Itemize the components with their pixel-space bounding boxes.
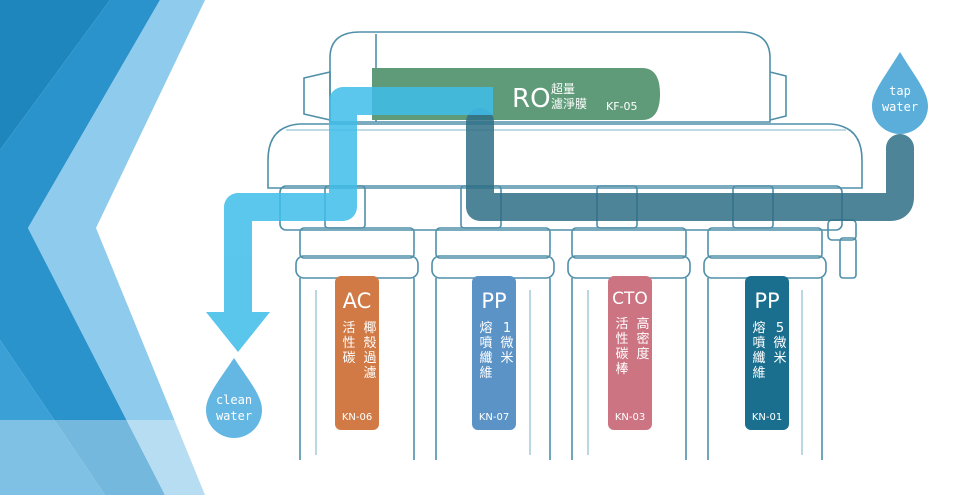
housing-3 (571, 278, 687, 460)
cartridge-desc-col1: 活性碳棒 (615, 317, 628, 377)
tap-water-drop: tap water (872, 52, 928, 134)
ro-code: RO (512, 84, 551, 114)
cartridge-desc-col2: 椰殼過濾 (363, 321, 376, 381)
cartridge-bar (472, 276, 516, 430)
cartridge-model: KN-06 (342, 412, 372, 423)
chevron-decoration (0, 0, 210, 495)
cartridge-desc-col1: 熔噴纖維 (752, 321, 765, 381)
cartridge-desc-col1: 熔噴纖維 (479, 321, 492, 381)
chevron-fade (0, 420, 210, 495)
cartridge-code: AC (343, 289, 372, 313)
ring-4 (703, 255, 827, 279)
ro-housing (329, 31, 771, 123)
cartridge-code: PP (754, 289, 779, 313)
chevron-band-3 (28, 0, 205, 495)
housing-2 (435, 278, 551, 460)
cartridge-bar (335, 276, 379, 430)
housing-1 (299, 278, 415, 460)
side-valve (839, 237, 857, 279)
cartridge-code: CTO (612, 289, 648, 309)
ro-left-cap (303, 70, 331, 122)
cartridge-bar (608, 276, 652, 430)
ro-name-line2: 濾淨膜 (551, 96, 587, 111)
cartridge-desc-col2: 高密度 (636, 316, 649, 362)
tap-drop-line1: tap (889, 84, 911, 98)
ro-right-cap (769, 71, 787, 121)
ro-labels: RO 超量 濾淨膜 KF-05 (512, 81, 638, 114)
cartridge-code: PP (481, 289, 506, 313)
housing-4 (707, 278, 823, 460)
ro-name-line1: 超量 (551, 81, 575, 96)
clean-pipe-path (224, 87, 493, 318)
head-3 (571, 227, 687, 259)
housing-inner-lines (315, 290, 803, 455)
clean-pipe (206, 87, 493, 352)
head-1 (299, 227, 415, 259)
clean-water-drop: clean water (206, 358, 262, 438)
cartridge-model: KN-01 (752, 412, 782, 423)
cartridge-desc-col1: 活性碳 (342, 321, 355, 366)
clean-drop-line1: clean (216, 393, 252, 407)
chevron-band-2 (0, 0, 165, 495)
tap-drop-shape (872, 52, 928, 134)
ring-2 (431, 255, 555, 279)
clean-drop-shape (206, 358, 262, 438)
cartridge-bar (745, 276, 789, 430)
chevron-band-4 (0, 340, 105, 495)
head-4 (707, 227, 823, 259)
cartridge-1: AC 活性碳 椰殼過濾 KN-06 (335, 276, 379, 430)
ring-1 (295, 255, 419, 279)
ro-model: KF-05 (606, 100, 638, 113)
head-2 (435, 227, 551, 259)
manifold-top (267, 123, 863, 189)
cartridge-model: KN-07 (479, 412, 509, 423)
cartridge-model: KN-03 (615, 412, 645, 423)
ring-3 (567, 255, 691, 279)
tap-pipe (466, 108, 914, 221)
cartridge-3: CTO 活性碳棒 高密度 KN-03 (608, 276, 652, 430)
machine-outline (267, 31, 863, 460)
tap-pipe-path (466, 108, 914, 221)
tap-drop-line2: water (882, 100, 918, 114)
clean-drop-line2: water (216, 409, 252, 423)
clean-arrow-head (206, 312, 270, 352)
